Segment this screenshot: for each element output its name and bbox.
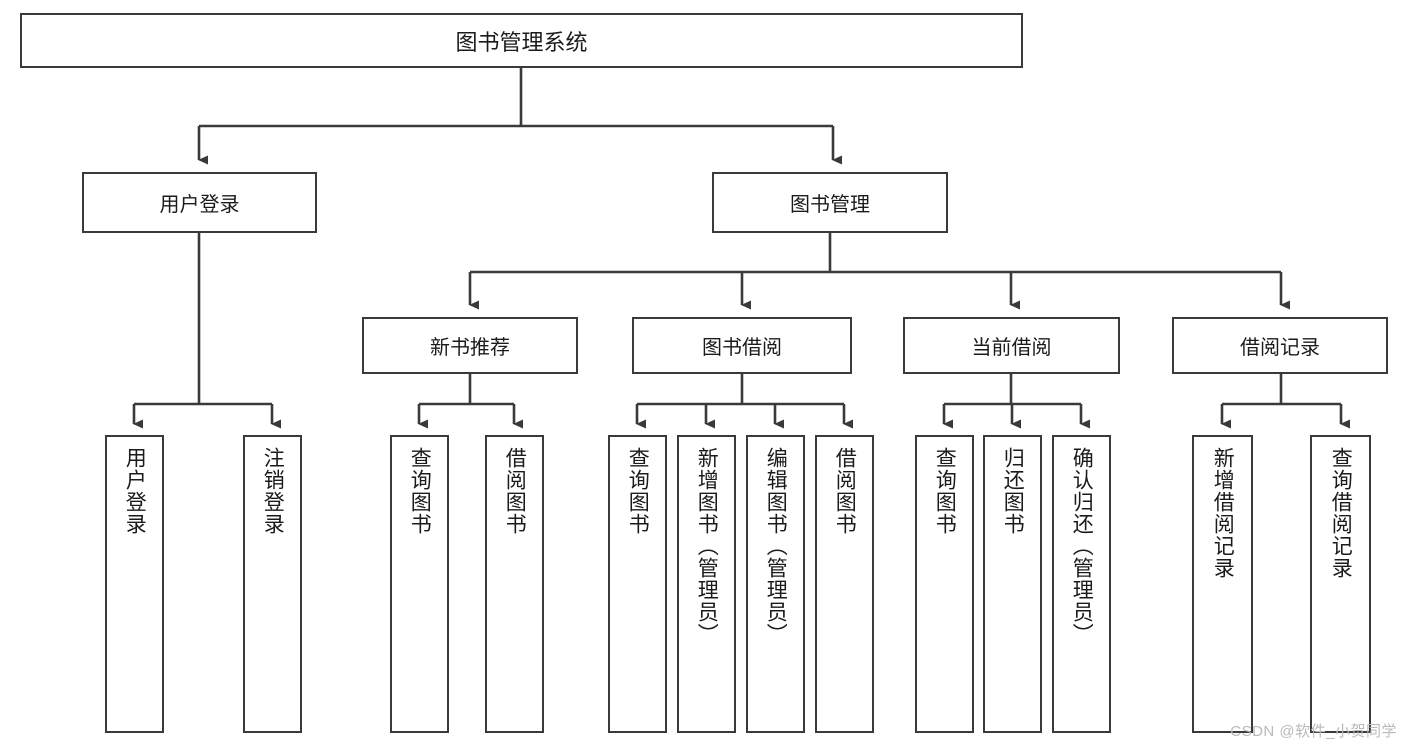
node-label: 新增图书（管理员） [695,447,719,645]
node-borrow-record[interactable]: 借阅记录 [1172,317,1388,374]
node-label: 借阅图书 [833,447,857,535]
node-label: 确认归还（管理员） [1070,447,1094,645]
node-label: 新书推荐 [430,337,510,359]
leaf-new-book-query[interactable]: 查询图书 [390,435,449,733]
leaf-current-borrow-confirm-return[interactable]: 确认归还（管理员） [1052,435,1111,733]
node-label: 归还图书 [1001,447,1025,535]
node-label: 新增借阅记录 [1211,447,1235,579]
leaf-user-login-signin[interactable]: 用户登录 [105,435,164,733]
node-label: 当前借阅 [971,337,1052,359]
leaf-new-book-borrow[interactable]: 借阅图书 [485,435,544,733]
node-new-book-recommend[interactable]: 新书推荐 [362,317,578,374]
node-book-borrow[interactable]: 图书借阅 [632,317,852,374]
leaf-current-borrow-return[interactable]: 归还图书 [983,435,1042,733]
leaf-book-borrow-add[interactable]: 新增图书（管理员） [677,435,736,733]
node-label: 查询图书 [626,447,650,535]
node-book-management[interactable]: 图书管理 [712,172,948,233]
leaf-borrow-record-query[interactable]: 查询借阅记录 [1310,435,1371,733]
node-label: 查询借阅记录 [1329,447,1353,579]
node-label: 用户登录 [159,194,240,216]
node-label: 图书管理 [790,194,870,216]
node-label: 编辑图书（管理员） [764,447,788,645]
csdn-watermark: CSDN @软件_小贺同学 [1230,723,1397,740]
node-current-borrow[interactable]: 当前借阅 [903,317,1120,374]
node-label: 查询图书 [408,447,432,535]
leaf-current-borrow-query[interactable]: 查询图书 [915,435,974,733]
node-label: 图书管理系统 [455,29,588,55]
node-root-system[interactable]: 图书管理系统 [20,13,1023,68]
leaf-user-login-signout[interactable]: 注销登录 [243,435,302,733]
node-label: 借阅图书 [503,447,527,535]
leaf-book-borrow-query[interactable]: 查询图书 [608,435,667,733]
leaf-book-borrow-edit[interactable]: 编辑图书（管理员） [746,435,805,733]
node-label: 图书借阅 [702,337,782,359]
node-user-login[interactable]: 用户登录 [82,172,317,233]
node-label: 查询图书 [933,447,957,535]
node-label: 注销登录 [261,447,285,535]
leaf-book-borrow-lend[interactable]: 借阅图书 [815,435,874,733]
node-label: 用户登录 [123,447,147,535]
node-label: 借阅记录 [1240,337,1320,359]
leaf-borrow-record-add[interactable]: 新增借阅记录 [1192,435,1253,733]
